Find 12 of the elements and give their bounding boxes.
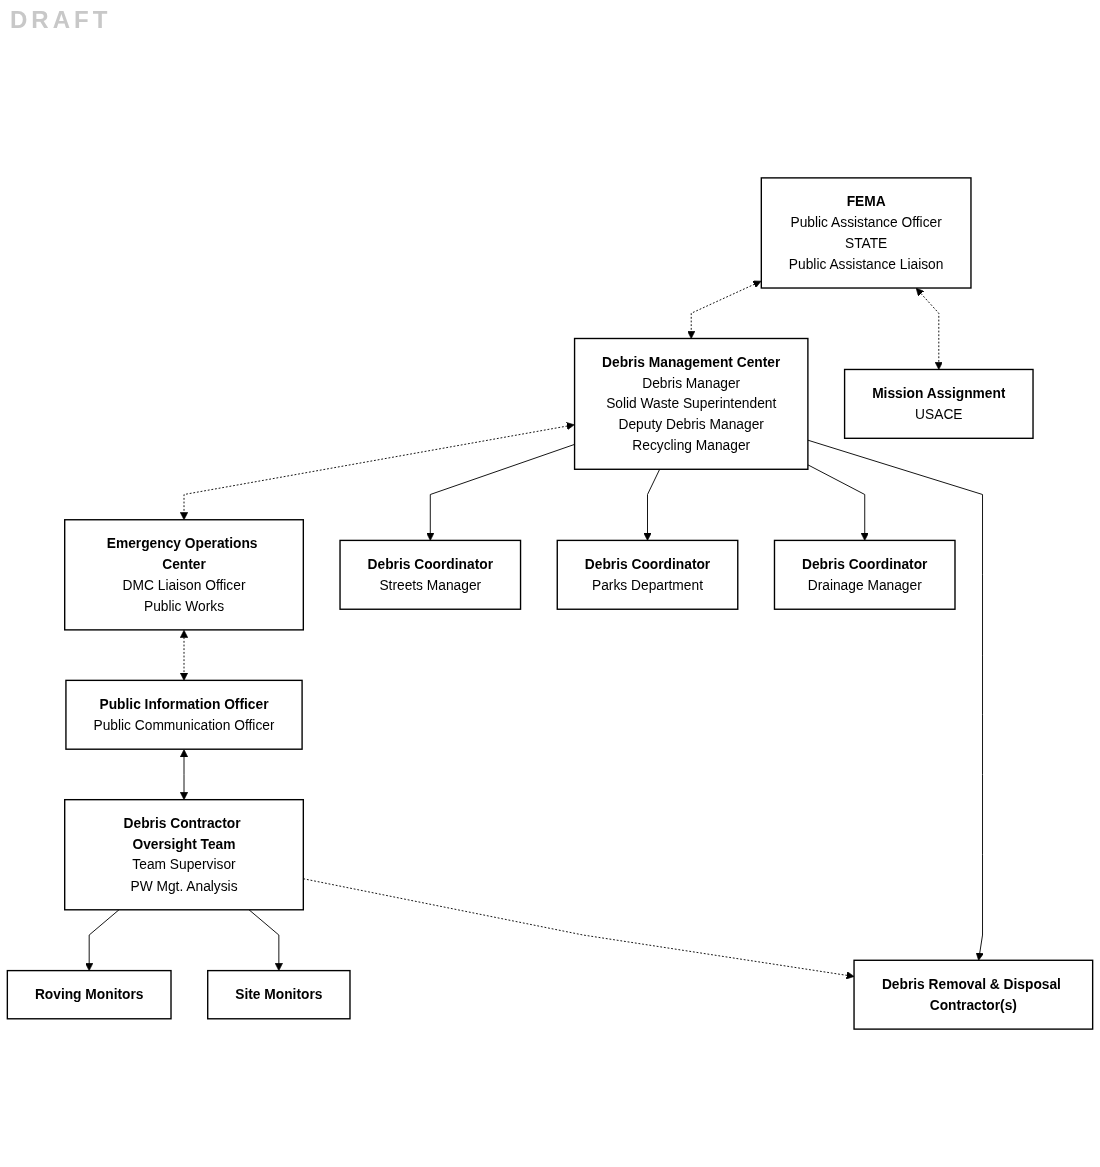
node-box: Debris Removal & Disposal Contractor(s) bbox=[853, 959, 1094, 1030]
node-box: Debris Coordinator Parks Department bbox=[556, 539, 739, 610]
node-box: Mission Assignment USACE bbox=[843, 368, 1034, 439]
node-box: Debris Coordinator Drainage Manager bbox=[773, 539, 956, 610]
node-box: Debris Coordinator Streets Manager bbox=[339, 539, 522, 610]
node-box: Emergency Operations Center DMC Liaison Officer Public Works bbox=[64, 519, 304, 631]
node-box: Site Monitors bbox=[207, 969, 351, 1020]
node-box: Debris Management Center Debris Manager Solid Waste Superintendent Deputy Debris Manager Recycling Manager bbox=[573, 337, 809, 470]
node-box: Roving Monitors bbox=[6, 969, 172, 1020]
node-box: Public Information Officer Public Communication Officer bbox=[65, 679, 303, 750]
node-box: Debris Contractor Oversight Team Team Supervisor PW Mgt. Analysis bbox=[64, 798, 304, 911]
node-box: FEMA Public Assistance Officer STATE Public Assistance Liaison bbox=[760, 177, 972, 289]
